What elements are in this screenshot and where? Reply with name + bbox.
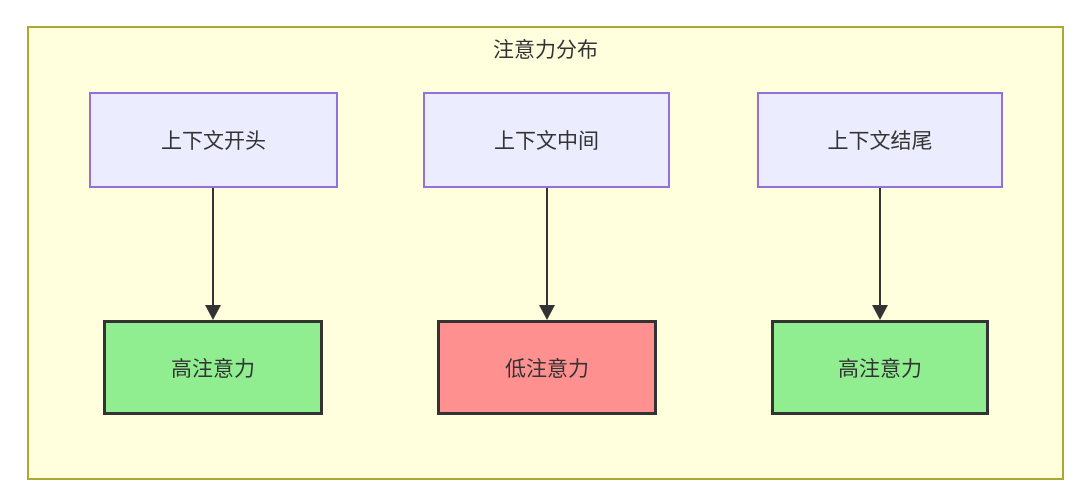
node-context-end: 上下文结尾 [757, 92, 1003, 188]
arrowhead-down-icon [205, 305, 221, 320]
diagram-title: 注意力分布 [493, 39, 598, 62]
node-high-attention-left: 高注意力 [103, 320, 323, 415]
node-context-start: 上下文开头 [89, 92, 338, 188]
arrowhead-down-icon [539, 305, 555, 320]
arrow-line-end-to-high [879, 188, 881, 306]
arrowhead-down-icon [872, 305, 888, 320]
arrow-line-start-to-high [212, 188, 214, 306]
arrow-line-middle-to-low [546, 188, 548, 306]
node-context-middle: 上下文中间 [423, 92, 670, 188]
node-low-attention: 低注意力 [437, 320, 657, 415]
node-high-attention-right: 高注意力 [771, 320, 989, 415]
